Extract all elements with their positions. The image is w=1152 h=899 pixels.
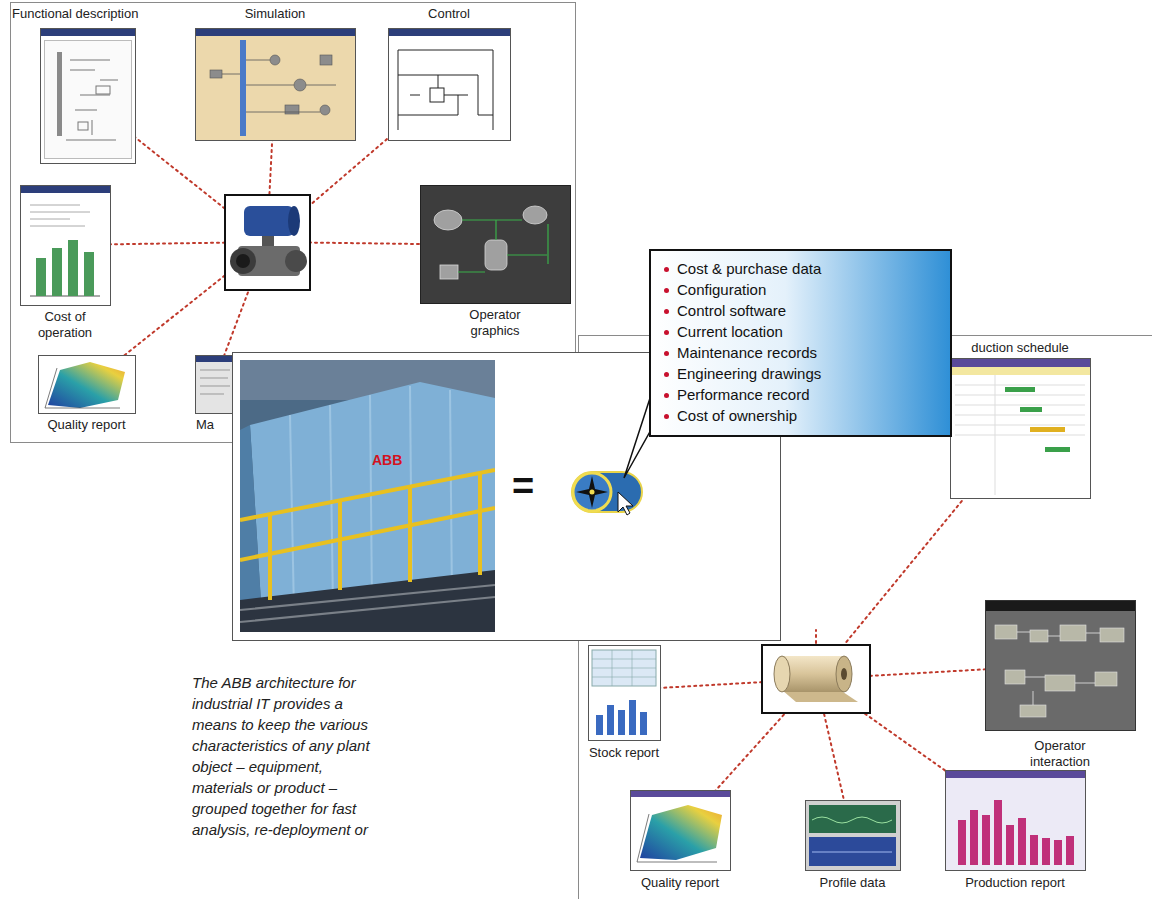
bullet-dot <box>664 393 669 398</box>
thumbnail-label: Quality report <box>30 417 143 433</box>
thumbnail-label: Simulation <box>195 6 355 22</box>
thumbnail-label: Production report <box>935 875 1095 891</box>
thumbnail-label: Quality report <box>620 875 740 891</box>
thumbnail-node: Cost of operation <box>20 185 110 341</box>
bullet-row: Configuration <box>664 279 939 300</box>
thumbnail-node: Control <box>388 6 510 140</box>
equals-sign: = <box>512 466 534 506</box>
bullet-dot <box>664 330 669 335</box>
bullet-row: Cost of ownership <box>664 405 939 426</box>
bullet-dot <box>664 372 669 377</box>
thumbnail-node: Functional description <box>12 6 162 163</box>
thumbnail-label: Ma <box>196 417 230 433</box>
bullet-text: Cost of ownership <box>677 407 797 424</box>
bullet-row: Performance record <box>664 384 939 405</box>
thumbnail-node: Profile data <box>800 800 905 891</box>
thumbnail-label: Stock report <box>584 745 664 761</box>
bullet-row: Current location <box>664 321 939 342</box>
thumbnail-node: Operator graphics <box>420 185 570 339</box>
thumbnail-node: Production report <box>935 770 1095 891</box>
thumbnail-node: Operator interaction <box>985 600 1135 770</box>
bullet-text: Engineering drawings <box>677 365 821 382</box>
bullet-dot <box>664 309 669 314</box>
bullet-dot <box>664 267 669 272</box>
bullet-row: Maintenance records <box>664 342 939 363</box>
thumbnail-label: Profile data <box>800 875 905 891</box>
bullet-text: Configuration <box>677 281 766 298</box>
thumbnail-label: Operator interaction <box>1015 738 1105 770</box>
bullet-text: Cost & purchase data <box>677 260 821 277</box>
bullet-dot <box>664 288 669 293</box>
thumbnail-node: duction schedule <box>945 340 1095 498</box>
bullet-text: Performance record <box>677 386 810 403</box>
thumbnail-label: Control <box>388 6 510 22</box>
bullet-row: Engineering drawings <box>664 363 939 384</box>
bullet-text: Control software <box>677 302 786 319</box>
caption: The ABB architecture for industrial IT p… <box>192 672 382 840</box>
thumbnail-node: Quality report <box>620 790 740 891</box>
thumbnail-label: duction schedule <box>945 340 1095 356</box>
thumbnail-node: Simulation <box>195 6 355 140</box>
logo-text: ABB <box>372 452 402 468</box>
thumbnail-label: Operator graphics <box>455 307 535 339</box>
thumbnail-label: Cost of operation <box>20 309 110 341</box>
bullet-text: Maintenance records <box>677 344 817 361</box>
callout-box: Cost & purchase dataConfigurationControl… <box>650 250 951 436</box>
thumbnail-node: Quality report <box>30 355 143 433</box>
bullet-row: Cost & purchase data <box>664 258 939 279</box>
bullet-row: Control software <box>664 300 939 321</box>
thumbnail-node: Stock report <box>584 645 664 761</box>
thumbnail-label: Functional description <box>12 6 162 22</box>
thumbnail-node: Ma <box>195 355 232 433</box>
bullet-dot <box>664 351 669 356</box>
bullet-text: Current location <box>677 323 783 340</box>
bullet-dot <box>664 414 669 419</box>
